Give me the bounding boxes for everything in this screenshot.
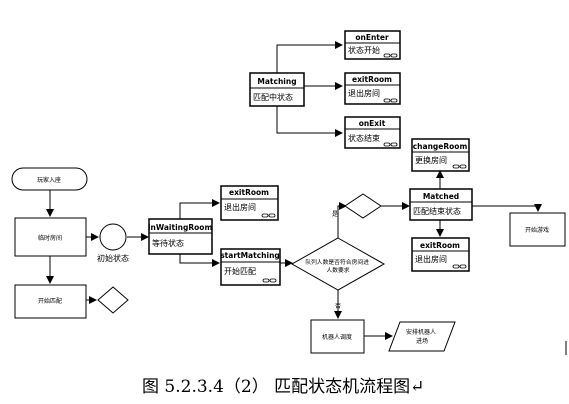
changeroom-desc: 更换房间 [415,155,447,165]
onenter-name: onEnter [355,33,389,42]
exitroom-mid-name: exitRoom [229,188,269,197]
player-enter-label: 玩家入座 [37,176,61,184]
exitroom-right-desc: 退出房间 [415,254,447,264]
timed-start-label: 临时房间 [38,234,62,242]
edge-waiting-to-startmatching [179,254,220,267]
start-game-label: 开始游戏 [525,226,549,234]
matching-state-name: Matching [257,77,296,86]
start-matching-box: 开始匹配 [14,284,87,319]
startmatching-link-icon [262,278,277,283]
onexit-link-icon [383,142,398,147]
robot-join-node: 机器人调度 [310,319,365,354]
matching-state: Matching 匹配中状态 [249,72,305,107]
matched-state: Matched 匹配结束状态 [409,188,473,221]
edge-matching-to-onenter [276,41,343,73]
exitroom-top-link-icon [383,98,398,103]
onexit-desc: 状态结束 [348,133,380,143]
edge-matching-to-onexit [276,106,343,137]
edge-label-yes: 是 [332,211,338,218]
exitroom-right-link-icon [452,264,467,269]
timed-start-node: 临时房间 [14,217,87,257]
matching-state-desc: 匹配中状态 [253,92,293,102]
queue-decision: 队列人数是否符合房间进 人数要求 [290,237,386,291]
exitroom-mid-link-icon [261,213,276,218]
start-game-node: 开始游戏 [509,212,566,247]
waiting-state-desc: 等待状态 [152,238,184,248]
small-decision-diamond [344,193,382,219]
waiting-state-name: InWaitingRoom [148,223,213,232]
queue-decision-label: 队列人数是否符合房间进 人数要求 [305,258,371,274]
exitroom-right-event: exitRoom 退出房间 [411,237,470,272]
waiting-state: InWaitingRoom 等待状态 [148,218,213,255]
startmatching-name: startMatching [220,251,280,260]
figure-caption: 图 5.2.3.4（2） 匹配状态机流程图↵ [142,377,424,397]
changeroom-event: changeRoom 更换房间 [411,138,470,172]
onenter-desc: 状态开始 [348,45,380,55]
matched-state-desc: 匹配结束状态 [413,206,461,216]
edge-decision-yes [337,202,347,238]
matched-state-name: Matched [423,192,459,201]
exitroom-mid-desc: 退出房间 [224,202,256,212]
startmatching-desc: 开始匹配 [224,266,256,276]
onenter-event: onEnter 状态开始 [344,30,401,60]
exitroom-mid-event: exitRoom 退出房间 [220,185,279,221]
exitroom-right-name: exitRoom [420,241,460,250]
edge-label-no: 否 [335,303,341,310]
exitroom-top-name: exitRoom [352,75,392,84]
left-decision-diamond [97,286,129,314]
connectors [46,41,542,340]
robot-join-label: 机器人调度 [322,333,352,341]
exitroom-top-event: exitRoom 退出房间 [344,72,401,105]
changeroom-link-icon [452,164,467,169]
onexit-event: onExit 状态结束 [344,116,401,149]
changeroom-name: changeRoom [413,142,468,151]
arrange-robot-label: 安排机器人 进场 [406,328,438,345]
start-matching-box-label: 开始匹配 [38,297,62,305]
onenter-link-icon [383,53,398,58]
initial-state: 初始状态 [97,223,129,263]
player-enter-node: 玩家入座 [11,167,88,191]
onexit-name: onExit [359,119,386,128]
startmatching-event: startMatching 开始匹配 [220,248,281,286]
edge-matched-to-startgame [472,204,542,212]
edge-waiting-to-exitroom [179,199,220,219]
exitroom-top-desc: 退出房间 [348,88,380,98]
initial-state-label: 初始状态 [97,253,129,263]
arrange-robot-node: 安排机器人 进场 [388,321,456,352]
